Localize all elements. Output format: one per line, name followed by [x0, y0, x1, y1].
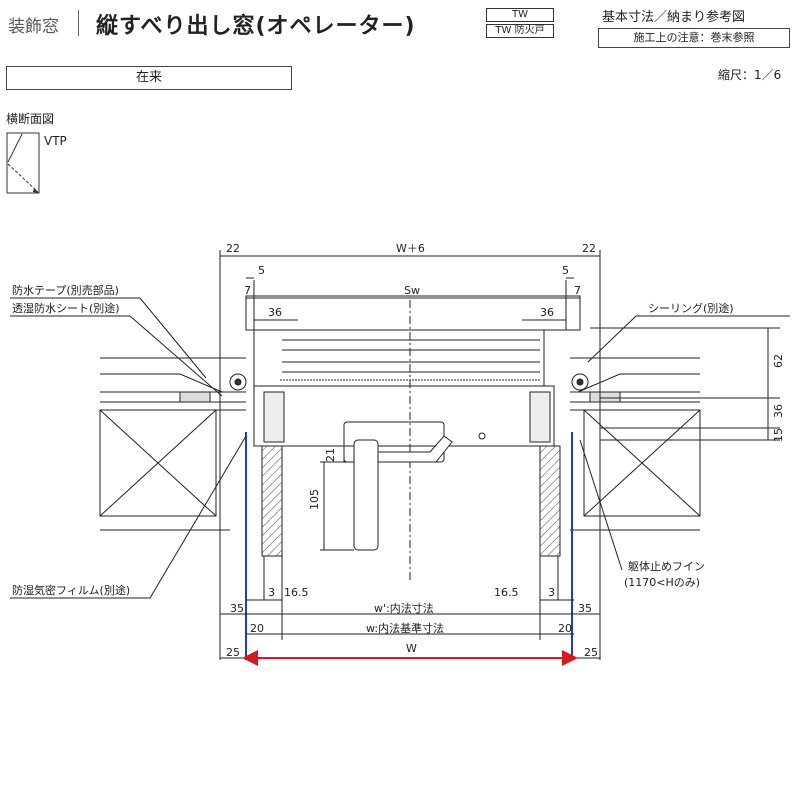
operator-handle — [343, 421, 486, 551]
opening-type-label: VTP — [44, 134, 67, 148]
callout-moisture-sheet: 透湿防水シート(別途) — [12, 301, 120, 315]
page-title: 縦すべり出し窓(オペレーター) — [96, 14, 416, 39]
dim-105: 105 — [308, 489, 321, 510]
category-label: 装飾窓 — [8, 17, 59, 37]
dim-7-right: 7 — [574, 284, 581, 297]
window-frame — [245, 295, 581, 580]
reference-title: 基本寸法／納まり参考図 — [602, 10, 746, 25]
callout-vapor-film: 防湿気密フィルム(別途) — [12, 583, 130, 597]
dim-15: 15 — [772, 428, 785, 442]
dim-20-right: 20 — [558, 622, 572, 635]
dim-3-right: 3 — [548, 586, 555, 599]
opening-direction-icon — [6, 132, 40, 194]
callout-sealing: シーリング(別途) — [648, 301, 734, 315]
dim-w-prime: w':内法寸法 — [374, 601, 434, 615]
left-casing — [261, 445, 283, 557]
dim-36-vertical: 36 — [772, 404, 785, 418]
right-casing — [539, 445, 561, 557]
callout-fin: 躯体止めフイン — [628, 559, 705, 573]
dim-20-left: 20 — [250, 622, 264, 635]
dim-3-left: 3 — [268, 586, 275, 599]
construction-type-box: 在来 — [6, 66, 292, 90]
dim-22-left: 22 — [226, 242, 240, 255]
dim-16-5-left: 16.5 — [284, 586, 309, 599]
dim-36-left: 36 — [268, 306, 282, 319]
dim-16-5-right: 16.5 — [494, 586, 519, 599]
badge-tw-fire: TW 防火戸 — [486, 24, 554, 38]
dim-25-right: 25 — [584, 646, 598, 659]
dim-25-left: 25 — [226, 646, 240, 659]
dim-7-left: 7 — [244, 284, 251, 297]
dim-w: W — [406, 642, 417, 655]
scale-label: 縮尺：1／6 — [718, 68, 782, 82]
dim-w-std: w:内法基準寸法 — [366, 621, 444, 635]
construction-note: 施工上の注意：巻末参照 — [598, 28, 790, 48]
callout-waterproof-tape: 防水テープ(別売部品) — [12, 283, 119, 297]
section-label: 横断面図 — [6, 112, 55, 126]
dim-5-right: 5 — [562, 264, 569, 277]
badge-tw: TW — [486, 8, 554, 22]
dim-35-left: 35 — [230, 602, 244, 615]
right-wall — [570, 357, 701, 531]
left-wall — [99, 357, 246, 531]
dim-5-left: 5 — [258, 264, 265, 277]
callout-fin-note: (1170<Hのみ) — [624, 576, 700, 589]
dim-22-right: 22 — [582, 242, 596, 255]
dim-36-right: 36 — [540, 306, 554, 319]
dim-sw: Sw — [404, 284, 420, 297]
dim-21: 21 — [324, 448, 337, 462]
header-separator — [78, 10, 79, 36]
dim-62: 62 — [772, 354, 785, 368]
dim-w-plus-6: W＋6 — [396, 242, 425, 255]
dim-35-right: 35 — [578, 602, 592, 615]
